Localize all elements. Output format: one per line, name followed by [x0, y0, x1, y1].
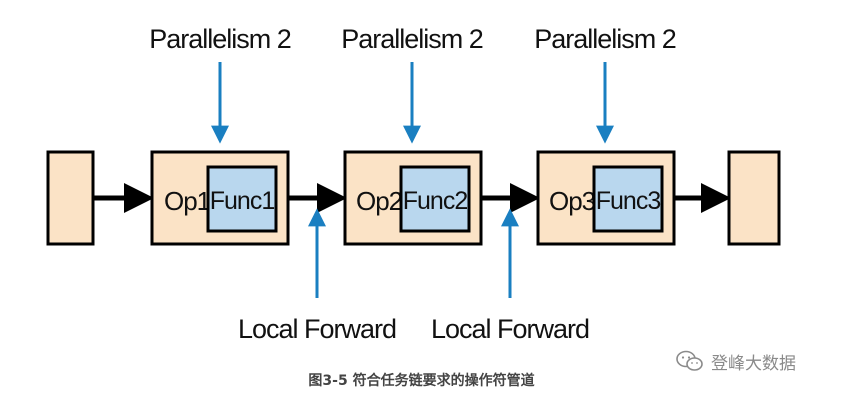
- operator-1: Op1 Func1: [150, 150, 290, 246]
- func-label: Func3: [596, 187, 661, 215]
- watermark: 登峰大数据: [675, 347, 835, 375]
- func-box: [206, 165, 278, 233]
- op-label: Op2: [356, 186, 403, 216]
- watermark-text: 登峰大数据: [711, 353, 796, 374]
- operator-2: Op2 Func2: [343, 150, 483, 246]
- func-box: [399, 165, 471, 233]
- parallelism-label-3: Parallelism 2: [534, 24, 676, 54]
- func-box: [592, 165, 664, 233]
- local-forward-label-2: Local Forward: [431, 314, 589, 344]
- parallelism-label-2: Parallelism 2: [341, 24, 483, 54]
- local-forward-label-1: Local Forward: [238, 314, 396, 344]
- parallelism-label-1: Parallelism 2: [149, 24, 291, 54]
- wechat-icon: [676, 350, 703, 371]
- func-label: Func2: [403, 187, 468, 215]
- op-label: Op3: [549, 186, 596, 216]
- op-label: Op1: [164, 186, 211, 216]
- sink-node: [727, 150, 781, 246]
- func-label: Func1: [210, 187, 275, 215]
- operator-3: Op3 Func3: [536, 150, 676, 246]
- figure-caption: 图3-5 符合任务链要求的操作符管道: [308, 373, 535, 389]
- source-node: [46, 150, 95, 246]
